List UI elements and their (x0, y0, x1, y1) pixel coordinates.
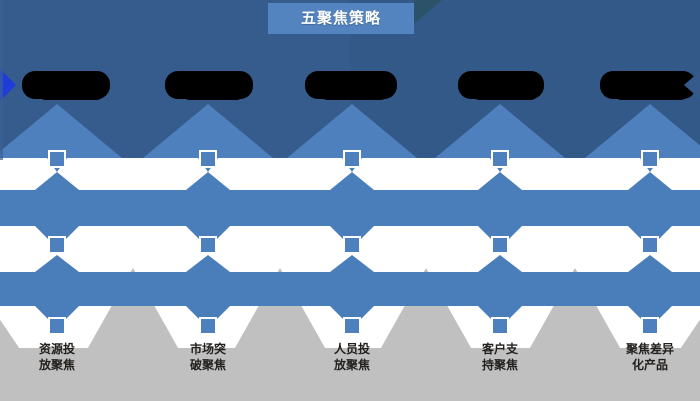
upward-triangles (0, 104, 700, 158)
column-label-5-line2: 化产品 (631, 358, 668, 372)
upward-triangle-1 (0, 104, 122, 158)
column-label-4: 客户支 持聚焦 (445, 341, 555, 373)
connector-squares-row-3 (48, 317, 659, 335)
column-label-1: 资源投 放聚焦 (2, 341, 112, 373)
connector-square-2-3 (343, 236, 361, 254)
connector-square-2-2 (199, 236, 217, 254)
redaction-notch-right (684, 71, 700, 99)
band-upper-peak-4 (478, 172, 522, 190)
connector-square-3-3 (343, 317, 361, 335)
column-label-3: 人员投 放聚焦 (297, 341, 407, 373)
band-upper-peak-1 (35, 172, 79, 190)
upward-triangle-3 (287, 104, 417, 158)
upward-triangle-4 (435, 104, 565, 158)
connector-square-3-5 (641, 317, 659, 335)
connector-square-2-4 (491, 236, 509, 254)
page-title: 五聚焦策略 (300, 9, 381, 27)
column-label-3-line1: 人员投 (333, 342, 370, 356)
connector-squares-row-1 (48, 150, 659, 168)
band-upper-peak-5 (628, 172, 672, 190)
connector-square-1-5 (641, 150, 659, 168)
band-lower-peak-1 (35, 255, 79, 272)
upward-triangle-5 (585, 104, 700, 158)
column-label-2: 市场突 破聚焦 (153, 341, 263, 373)
band-lower (0, 272, 700, 306)
band-lower-peak-3 (330, 255, 374, 272)
band-lower-chevrons-top (35, 255, 672, 272)
title-banner: 五聚焦策略 (268, 3, 414, 34)
band-lower-peak-5 (628, 255, 672, 272)
redaction-smudge-1 (36, 76, 106, 100)
left-arrow-icon (0, 69, 16, 101)
title-banner-fold (414, 0, 442, 24)
band-lower-peak-2 (186, 255, 230, 272)
left-edge-sliver (0, 0, 3, 160)
redaction-smudge-3 (318, 76, 390, 100)
upward-triangle-2 (143, 104, 273, 158)
band-lower-peak-4 (478, 255, 522, 272)
band-upper-peak-2 (186, 172, 230, 190)
column-label-5-line1: 聚焦差异 (625, 342, 674, 356)
connector-square-1-3 (343, 150, 361, 168)
column-label-1-line1: 资源投 (38, 342, 75, 356)
connector-square-2-1 (48, 236, 66, 254)
connector-square-1-2 (199, 150, 217, 168)
connector-square-2-5 (641, 236, 659, 254)
column-label-3-line2: 放聚焦 (333, 358, 370, 372)
column-label-5: 聚焦差异 化产品 (595, 341, 700, 373)
column-label-4-line1: 客户支 (481, 342, 518, 356)
redaction-smudge-5 (612, 76, 690, 100)
connector-square-3-1 (48, 317, 66, 335)
redaction-smudge-4 (470, 76, 540, 100)
redacted-headers (22, 71, 696, 100)
band-upper-chevrons-top (35, 172, 672, 190)
connector-square-1-4 (491, 150, 509, 168)
band-upper-peak-3 (330, 172, 374, 190)
grey-mountains (0, 268, 700, 401)
connector-square-3-2 (199, 317, 217, 335)
band-upper (0, 190, 700, 226)
connector-square-1-1 (48, 150, 66, 168)
column-labels: 资源投 放聚焦 市场突 破聚焦 人员投 放聚焦 客户支 持聚焦 聚焦差异 化产品 (0, 341, 700, 401)
redaction-smudge-2 (180, 76, 246, 100)
column-label-1-line2: 放聚焦 (38, 358, 75, 372)
column-label-4-line2: 持聚焦 (481, 358, 518, 372)
column-label-2-line1: 市场突 (189, 342, 226, 356)
column-label-2-line2: 破聚焦 (189, 358, 226, 372)
connector-squares-row-2 (48, 236, 659, 254)
grey-base (0, 348, 700, 401)
connector-square-3-4 (491, 317, 509, 335)
